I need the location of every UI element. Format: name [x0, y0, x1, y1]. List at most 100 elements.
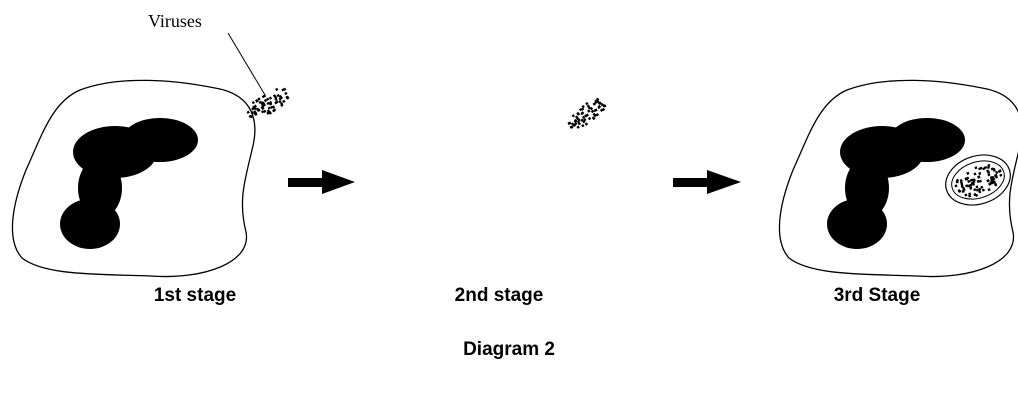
virus-particle	[999, 173, 1003, 177]
virus-particle	[974, 166, 978, 170]
virus-particle	[250, 111, 255, 115]
virus-particle	[959, 179, 963, 183]
virus-particle	[972, 178, 976, 182]
virus-particle	[260, 102, 264, 106]
virus-particle	[576, 112, 581, 116]
virus-particle	[596, 97, 600, 102]
virus-particle	[597, 101, 601, 105]
virus-particle	[964, 193, 968, 197]
virus-particle	[268, 96, 273, 100]
stage-1-cell	[11, 79, 256, 278]
virus-particle	[268, 111, 272, 115]
virus-particle	[592, 102, 596, 106]
virus-particle	[986, 165, 990, 169]
cell-membrane	[11, 79, 256, 278]
virus-particle	[284, 91, 288, 96]
virus-particle	[955, 180, 959, 184]
virus-particle	[977, 175, 981, 179]
virus-particle	[266, 101, 270, 106]
stage-3-cell	[778, 79, 1018, 278]
virus-particle	[587, 109, 591, 113]
virus-particle	[267, 106, 271, 110]
virus-particle	[595, 112, 600, 117]
virus-particle	[954, 184, 958, 188]
virus-particle	[261, 106, 265, 110]
virus-particle	[586, 104, 590, 108]
virus-particle	[252, 105, 256, 109]
virus-particle	[978, 190, 982, 194]
virus-particle	[961, 189, 965, 193]
nucleus	[827, 118, 965, 249]
virus-particle	[268, 100, 273, 105]
virus-particle	[580, 118, 584, 122]
virus-particle	[987, 173, 991, 177]
virus-particle	[986, 179, 990, 183]
virus-cluster	[246, 87, 290, 119]
virus-particle	[573, 119, 578, 124]
arrow-1-to-2	[288, 170, 355, 194]
virus-particle	[581, 105, 585, 109]
virus-particle	[969, 178, 973, 182]
stage-2-label: 2nd stage	[454, 285, 544, 306]
virus-particle	[256, 108, 260, 112]
virus-particle	[988, 182, 992, 186]
virus-particle	[580, 107, 585, 111]
virus-particle	[278, 97, 282, 101]
virus-particle	[969, 186, 973, 190]
virus-particle	[261, 95, 266, 99]
virus-particle	[278, 94, 282, 99]
virus-cluster-stage-2	[567, 97, 607, 129]
virus-particle	[272, 94, 277, 98]
virus-particle	[577, 121, 581, 126]
virus-particle	[984, 166, 988, 170]
virus-particle	[266, 97, 270, 101]
virus-particle	[986, 169, 990, 173]
virus-particle	[286, 96, 290, 100]
virus-particle	[263, 109, 267, 113]
virus-particle	[589, 106, 594, 111]
virus-particle	[995, 170, 999, 174]
virus-particle	[590, 109, 595, 114]
virus-particle	[258, 100, 262, 105]
virus-particle	[274, 97, 278, 101]
virus-particle	[978, 167, 982, 171]
virus-particle	[966, 184, 970, 188]
virus-particle	[997, 169, 1001, 173]
virus-particle	[591, 116, 596, 120]
virus-particle	[272, 108, 277, 112]
vacuole-with-viruses	[945, 154, 1011, 206]
virus-particle	[994, 183, 998, 187]
virus-particle	[569, 125, 573, 129]
virus-particle	[248, 114, 252, 119]
virus-particle	[581, 115, 586, 119]
virus-particle	[973, 188, 977, 192]
virus-particle	[980, 185, 984, 189]
virus-particle	[567, 121, 571, 125]
virus-particle	[571, 114, 575, 118]
virus-particle	[251, 100, 255, 105]
cell-membrane	[778, 79, 1018, 278]
virus-particle	[576, 117, 580, 121]
virus-particle	[992, 180, 996, 184]
virus-particle	[253, 110, 257, 114]
virus-particle	[975, 185, 979, 189]
stage-1-label: 1st stage	[153, 285, 237, 306]
virus-particle	[976, 179, 980, 183]
virus-cluster-engulfed	[954, 163, 1003, 198]
virus-particle	[275, 87, 279, 92]
virus-particle	[576, 125, 580, 129]
virus-particle	[266, 109, 271, 113]
virus-particle	[274, 101, 278, 105]
virus-particle	[970, 181, 974, 185]
viruses-label: Viruses	[148, 11, 202, 31]
virus-particle	[246, 110, 250, 114]
virus-particle	[966, 171, 970, 175]
virus-particle	[270, 105, 274, 109]
virus-particle	[992, 167, 996, 171]
virus-particle	[981, 188, 985, 192]
virus-particle	[584, 122, 589, 126]
virus-particle	[982, 167, 986, 171]
virus-particle	[960, 185, 964, 189]
virus-particle	[597, 104, 602, 109]
